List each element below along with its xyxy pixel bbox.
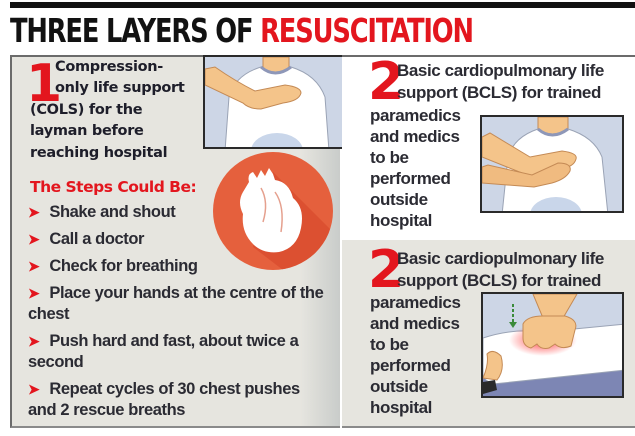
layer1-number: 1 [26, 54, 63, 114]
headline-accent: RESUSCITATION [260, 11, 474, 50]
layer2a-side-3: to be [370, 148, 409, 167]
step-item: ➤Push hard and fast, about twice a secon… [28, 332, 299, 371]
layer2a-side-4: performed [370, 169, 451, 188]
arrow-right-icon: ➤ [28, 381, 40, 397]
arrow-right-icon: ➤ [28, 333, 40, 349]
hand-on-chest-illustration [203, 55, 346, 149]
arrow-right-icon: ➤ [28, 285, 40, 301]
heart-icon [240, 168, 333, 270]
heart-badge [213, 152, 333, 270]
layer2a-side-2: and medics [370, 127, 460, 146]
layer2a-line-1: Basic cardiopulmonary life [397, 61, 604, 80]
steps-title: The Steps Could Be: [30, 178, 197, 196]
layer2b-side-6: hospital [370, 398, 432, 417]
arrow-right-icon: ➤ [28, 204, 40, 220]
hands-clasped-illustration [480, 115, 624, 213]
layer2a-number: 2 [368, 52, 405, 112]
chest-compression-illustration [481, 292, 624, 398]
hand-on-chest-icon [205, 57, 344, 147]
layer2b-side-2: and medics [370, 314, 460, 333]
step-item: ➤Repeat cycles of 30 chest pushes and 2 … [28, 380, 300, 419]
layer2b-side-4: performed [370, 356, 451, 375]
layer2a-line-2: support (BCLS) for trained [397, 83, 601, 102]
layer2b-side-1: paramedics [370, 293, 461, 312]
layer1-line-3: (COLS) for the [30, 102, 143, 118]
chest-compression-icon [483, 294, 622, 396]
step-item: ➤Call a doctor [28, 230, 145, 248]
layer2b-line-2: support (BCLS) for trained [397, 271, 601, 290]
arrow-right-icon: ➤ [28, 258, 40, 274]
top-rule [10, 2, 635, 8]
headline-part1: THREE LAYERS OF [10, 11, 261, 50]
arrow-right-icon: ➤ [28, 231, 40, 247]
steps-list: ➤Shake and shout ➤Call a doctor ➤Check f… [28, 202, 328, 427]
layer1-line-4: layman before [30, 123, 144, 139]
step-item: ➤Place your hands at the centre of the c… [28, 284, 324, 323]
hands-clasped-icon [482, 117, 622, 211]
step-item: ➤Shake and shout [28, 203, 176, 221]
layer1-line-2: only life support [55, 80, 185, 96]
layer2b-side-3: to be [370, 335, 409, 354]
headline: THREE LAYERS OF RESUSCITATION [10, 10, 474, 52]
layer1-line-5: reaching hospital [30, 145, 168, 161]
layer2b-number: 2 [368, 240, 405, 300]
layer2a-side-1: paramedics [370, 106, 461, 125]
layer1-line-1: Compression- [55, 59, 164, 75]
step-item: ➤Check for breathing [28, 257, 198, 275]
layer2b-side-5: outside [370, 377, 428, 396]
layer2b-line-1: Basic cardiopulmonary life [397, 249, 604, 268]
layer2a-side-5: outside [370, 190, 428, 209]
layer2a-side-6: hospital [370, 211, 432, 230]
